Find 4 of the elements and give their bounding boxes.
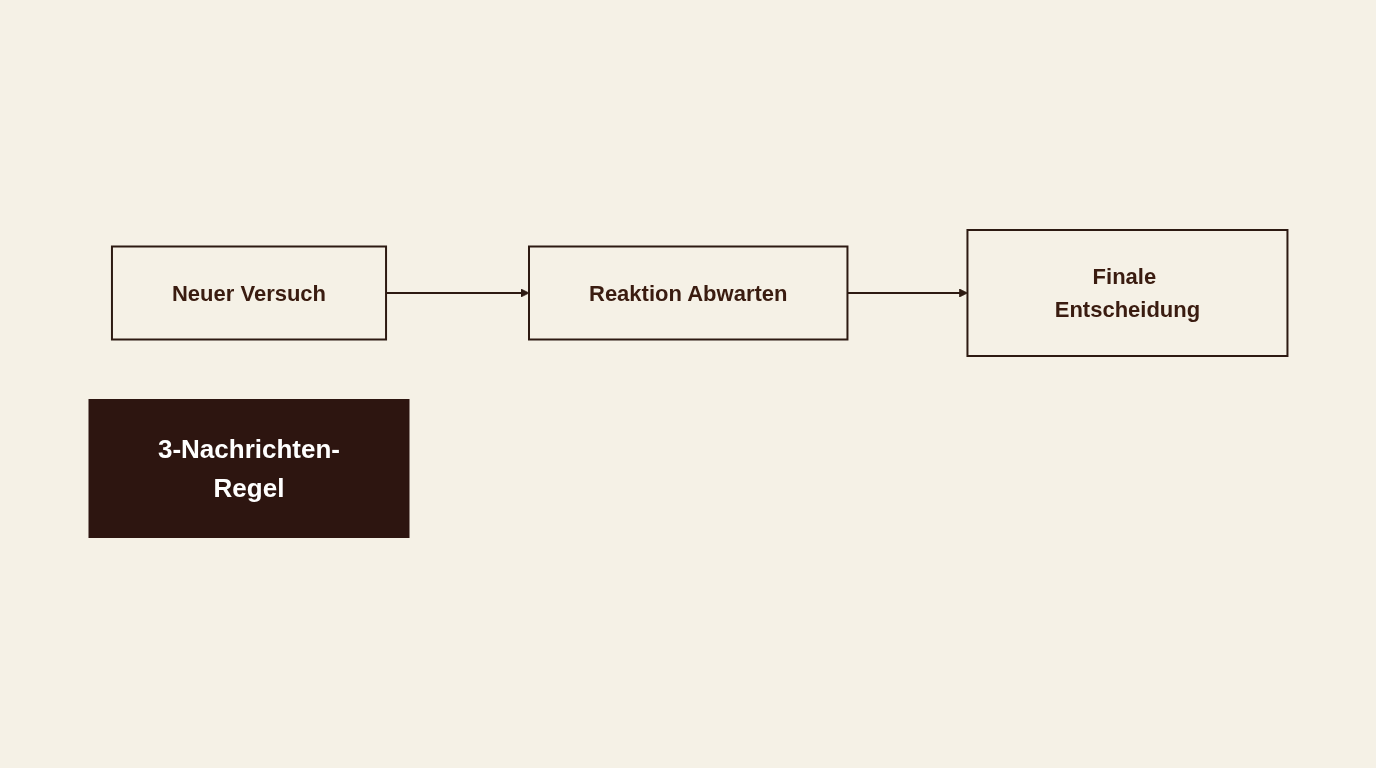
- node-box: Neuer Versuch: [110, 245, 387, 341]
- node-box: Reaktion Abwarten: [527, 245, 849, 341]
- node-box: Finale Entscheidung: [966, 229, 1289, 358]
- node-box: 3-Nachrichten-Regel: [88, 399, 410, 539]
